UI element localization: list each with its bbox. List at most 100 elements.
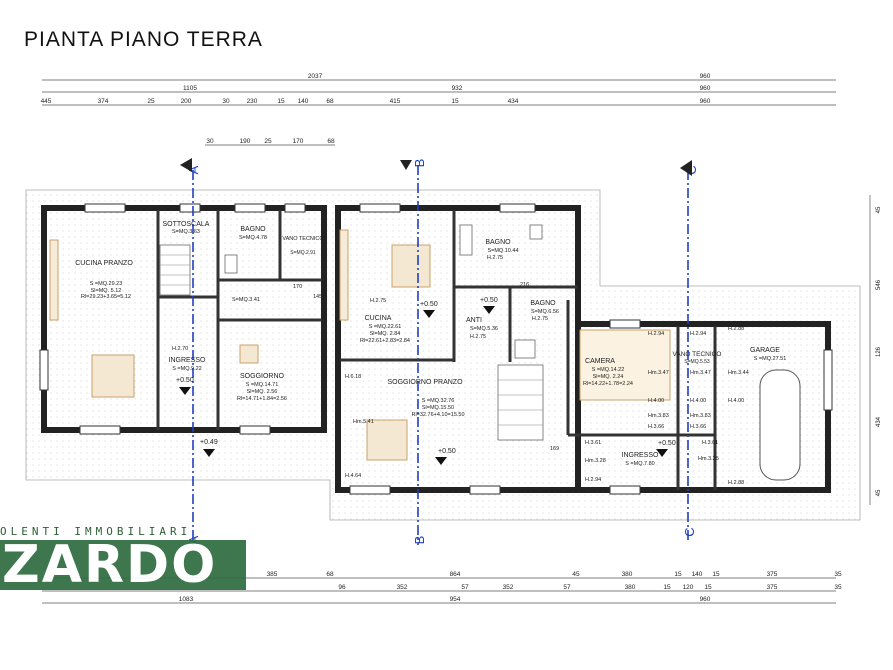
height-18: H.3.61 [585,440,601,446]
height-2: H.6.18 [345,374,361,380]
dim-right-3: 434 [876,416,882,427]
dim-top-3-3: 200 [181,98,192,105]
height-21: Hm.3.25 [698,456,719,462]
room-camera-rl: Rl=14.22+1.78=2.24 [583,381,633,387]
fixtures [224,224,543,359]
height-4: H.4.64 [345,473,361,479]
misc-1: 145 [313,294,322,300]
room-camera-s: S =MQ.14.22 [592,367,625,373]
dim-top-4-4: 68 [327,138,335,145]
height-12: H.4.00 [690,398,706,404]
room-cucina: CUCINA [365,315,392,322]
room-camera: CAMERA [585,358,615,365]
height-0: H.2.70 [172,346,188,352]
room-garage: GARAGE [750,347,780,354]
room-cucina-s: S =MQ.22.61 [369,324,402,330]
height-11: H.4.00 [648,398,664,404]
room-bagno-3-h: H.2.75 [532,316,548,322]
interior-walls [156,210,717,490]
dim-right-1: 546 [876,279,882,290]
section-b-bottom: B [412,536,427,545]
height-7: H.2.88 [728,326,744,332]
dim-top-2-0: 1105 [183,85,197,92]
room-soggiorno-s: S =MQ.14.71 [246,382,279,388]
room-ingresso-1: INGRESSO [169,357,207,364]
dim-right-0: 45 [876,206,882,213]
height-9: Hm.3.47 [690,370,711,376]
height-5: H.2.94 [648,331,664,337]
section-a-bottom: A [186,535,201,544]
level-markers [179,306,668,465]
page-title: PIANTA PIANO TERRA [24,28,263,51]
room-bagno-2-h: H.2.75 [487,255,503,261]
room-ingresso-2-s: S =MQ.7.80 [625,461,655,467]
height-23: H.2.88 [728,480,744,486]
dim-top-3-1: 374 [98,98,109,105]
dim-bot-2-7: 120 [683,584,694,591]
room-garage-s: S =MQ.27.51 [754,356,787,362]
room-cucina-pranzo: CUCINA PRANZO [75,260,133,267]
level-3: +0.49 [200,439,218,446]
dim-bot-2-0: 96 [338,584,346,591]
dim-bot-2-8: 15 [704,584,712,591]
room-cucina-sl: Sl=MQ. 2.84 [370,331,401,337]
room-sottoscala: SOTTOSCALA [163,221,210,228]
dim-top-3-5: 230 [247,98,258,105]
room-soggiorno: SOGGIORNO [240,373,285,380]
dim-top-3-10: 15 [451,98,459,105]
misc-3: 169 [550,446,559,452]
dim-top-3-11: 434 [508,98,519,105]
watermark-tagline: OLENTI IMMOBILIARI [0,525,192,538]
dim-top-1-0: 2037 [308,73,323,80]
height-8: Hm.3.47 [648,370,669,376]
dim-bot-3-2: 960 [700,596,711,603]
room-soggiorno-pranzo-rl: Rl=32.76+4.10=15.50 [411,412,464,418]
misc-0: 170 [293,284,302,290]
room-vano-tecnico-2: VANO TECNICO [673,351,722,358]
dim-bot-2-3: 352 [503,584,514,591]
room-camera-sl: Sl=MQ. 2.24 [593,374,624,380]
dim-top-1-1: 960 [700,73,711,80]
top-dimensions [42,79,836,146]
height-20: Hm.3.28 [585,458,606,464]
dim-right-4: 45 [876,489,882,496]
height-22: H.2.94 [585,477,601,483]
room-bagno-2-s: S=MQ.10.44 [487,248,518,254]
dim-top-4-3: 170 [293,138,304,145]
room-bagno-1-s: S=MQ.4.78 [239,235,267,241]
windows [39,203,833,495]
room-soggiorno-pranzo-s: S =MQ.32.76 [422,398,455,404]
dim-bot-1-9: 35 [834,571,842,578]
dim-bot-1-5: 15 [674,571,682,578]
level-0: +0.50 [420,301,438,308]
dim-bot-2-1: 352 [397,584,408,591]
dim-bot-2-10: 35 [834,584,842,591]
room-vano-tecnico-1: VANO TECNICO [282,236,324,242]
room-sottoscala-s: S=MQ.3.63 [172,229,200,235]
section-a-top: A [186,165,201,174]
section-arrows [180,158,692,176]
dim-top-3-6: 15 [277,98,285,105]
dim-bot-1-7: 15 [712,571,720,578]
dim-top-3-12: 960 [700,98,711,105]
dim-bot-2-5: 380 [625,584,636,591]
level-5: +0.50 [658,440,676,447]
room-bagno-3: BAGNO [530,300,556,307]
height-17: H.3.66 [690,424,706,430]
height-16: H.3.66 [648,424,664,430]
room-cucina-pranzo-rl: Rl=29.23+3.65=5.12 [81,294,131,300]
dim-top-3-4: 30 [222,98,230,105]
room-soggiorno-pranzo-sl: Sl=MQ.15.50 [422,405,454,411]
dim-bot-2-4: 57 [563,584,571,591]
section-lines [192,165,689,545]
dim-top-4-1: 190 [240,138,251,145]
room-soggiorno-rl: Rl=14.71+1.84=2.56 [237,396,287,402]
room-anti-h: H.2.75 [470,334,486,340]
dim-top-4-0: 30 [206,138,214,145]
level-2: +0.50 [176,377,194,384]
dim-bot-1-4: 380 [622,571,633,578]
dim-bot-1-2: 864 [450,571,461,578]
misc-2: 216 [520,282,529,288]
